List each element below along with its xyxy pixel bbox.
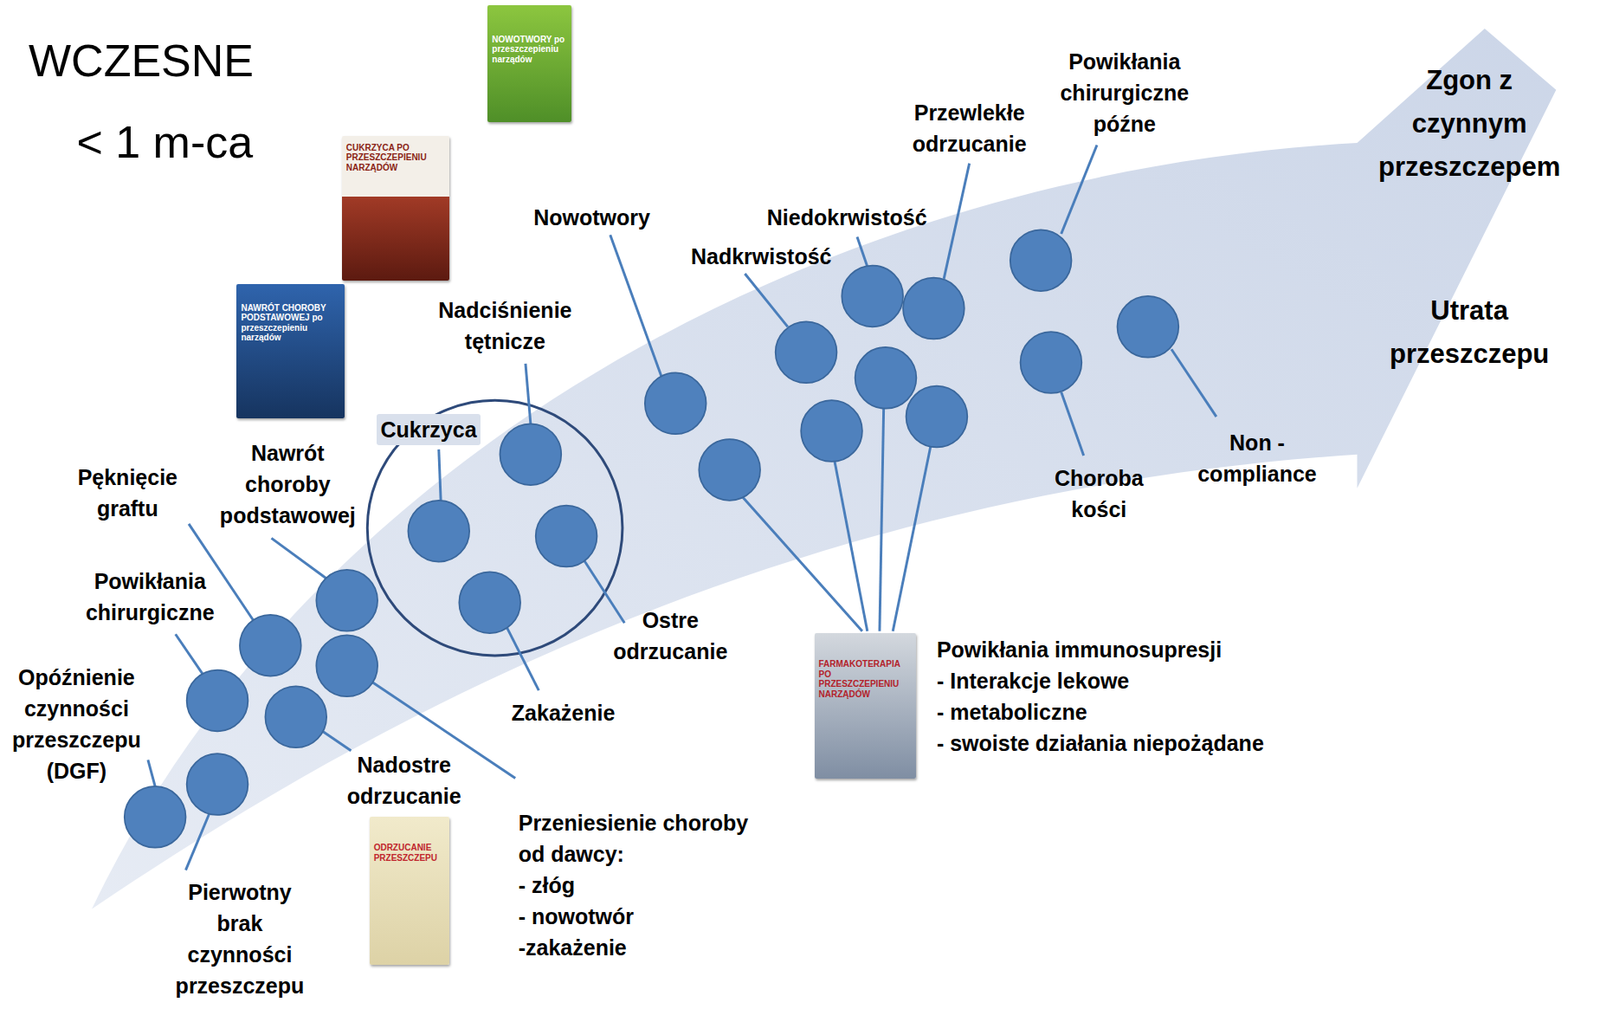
complication-label: Nadostre odrzucanie: [332, 748, 476, 812]
group-ring: [367, 400, 623, 656]
phase-label: < 1 m-ca: [76, 115, 253, 169]
complication-label: Przewlekłe odrzucanie: [897, 96, 1041, 160]
list-item: -zakażenie: [518, 931, 770, 963]
event-dot: [775, 321, 838, 383]
event-dot: [458, 571, 521, 633]
book-cover: NAWRÓT CHOROBY PODSTAWOWEJ po przeszczep…: [236, 283, 345, 420]
phase-label: WCZESNE: [28, 33, 254, 88]
event-dot: [903, 277, 965, 340]
event-dot: [316, 569, 378, 632]
event-dot: [187, 753, 249, 815]
list-item: - Interakcje lekowe: [936, 664, 1265, 697]
text-group: Powikłania immunosupresji- Interakcje le…: [936, 633, 1265, 759]
complication-label: Nadciśnienie tętnicze: [429, 294, 581, 357]
leader-line: [943, 163, 969, 279]
leader-line: [834, 461, 868, 632]
complication-label: Choroba kości: [1045, 462, 1154, 525]
complication-label: Pierwotny brak czynności przeszczepu: [172, 876, 307, 1001]
text-group: Przeniesienie choroby od dawcy:- złóg- n…: [518, 806, 770, 963]
leader-line: [507, 627, 540, 691]
complication-label: Nadkrwistość: [690, 240, 833, 272]
leader-line: [1061, 144, 1097, 234]
event-dot: [264, 685, 327, 748]
event-dot: [1117, 296, 1180, 358]
book-cover: CUKRZYCA PO PRZESZCZEPIENIU NARZĄDÓW: [341, 135, 450, 281]
list-item: - metaboliczne: [936, 696, 1265, 728]
event-dot: [855, 347, 917, 409]
complication-label: Pęknięcie graftu: [66, 461, 188, 524]
leader-line: [1171, 348, 1217, 417]
list-heading: Przeniesienie choroby od dawcy:: [518, 806, 770, 870]
book-title: ODRZUCANIE PRZESZCZEPU: [374, 842, 446, 863]
event-dot: [407, 500, 470, 562]
leader-line: [186, 813, 210, 871]
book-cover: ODRZUCANIE PRZESZCZEPU: [369, 816, 450, 965]
complication-label: Non - compliance: [1193, 426, 1322, 490]
timeline-arrow: [91, 28, 1556, 909]
leader-line: [857, 237, 868, 267]
outcome-label: Utrata przeszczepu: [1367, 289, 1572, 376]
outcome-label: Zgon z czynnym przeszczepem: [1367, 58, 1572, 189]
leader-line: [583, 559, 625, 623]
event-dot: [187, 670, 249, 732]
complication-label: Cukrzyca: [376, 413, 480, 446]
event-dot: [698, 438, 761, 501]
list-item: - swoiste działania niepożądane: [936, 727, 1265, 759]
event-dot: [500, 423, 562, 485]
book-cover: FARMAKOTERAPIA PO PRZESZCZEPIENIU NARZĄD…: [814, 632, 917, 778]
leader-line: [879, 408, 884, 632]
book-title: FARMAKOTERAPIA PO PRZESZCZEPIENIU NARZĄD…: [819, 658, 913, 699]
list-item: - nowotwór: [518, 900, 770, 932]
event-dot: [800, 400, 863, 462]
event-dot: [1020, 331, 1083, 394]
book-title: NAWRÓT CHOROBY PODSTAWOWEJ po przeszczep…: [240, 303, 341, 343]
leader-line: [744, 273, 788, 327]
leader-line: [1061, 392, 1084, 456]
event-dot: [645, 372, 707, 434]
complication-label: Powikłania chirurgiczne późne: [1052, 45, 1196, 140]
complication-label: Opóźnienie czynności przeszczepu (DGF): [9, 661, 144, 787]
event-dot: [841, 265, 904, 328]
complication-label: Powikłania chirurgiczne: [78, 565, 222, 628]
book-title: CUKRZYCA PO PRZESZCZEPIENIU NARZĄDÓW: [346, 142, 446, 174]
leader-line: [525, 363, 531, 425]
leader-line: [892, 445, 931, 631]
complication-label: Nawrót choroby podstawowej: [216, 437, 360, 531]
event-dot: [239, 614, 302, 677]
event-dot: [124, 786, 187, 848]
complication-label: Nowotwory: [533, 201, 651, 233]
complication-label: Zakażenie: [511, 696, 616, 729]
event-dot: [906, 386, 968, 448]
leader-line: [610, 234, 662, 376]
event-dot: [1010, 229, 1072, 291]
leader-line: [322, 730, 351, 750]
event-dot: [316, 634, 378, 697]
leader-line: [148, 759, 155, 787]
leader-line: [175, 633, 205, 676]
book-title: NOWOTWORY po przeszczepieniu narządów: [491, 34, 568, 65]
leader-line: [271, 537, 330, 580]
list-item: - złóg: [518, 869, 770, 901]
complication-label: Niedokrwistość: [767, 201, 928, 233]
complication-label: Ostre odrzucanie: [599, 604, 742, 667]
event-dot: [535, 505, 598, 568]
list-heading: Powikłania immunosupresji: [936, 633, 1265, 665]
leader-line: [438, 449, 441, 501]
book-cover: NOWOTWORY po przeszczepieniu narządów: [487, 5, 572, 123]
